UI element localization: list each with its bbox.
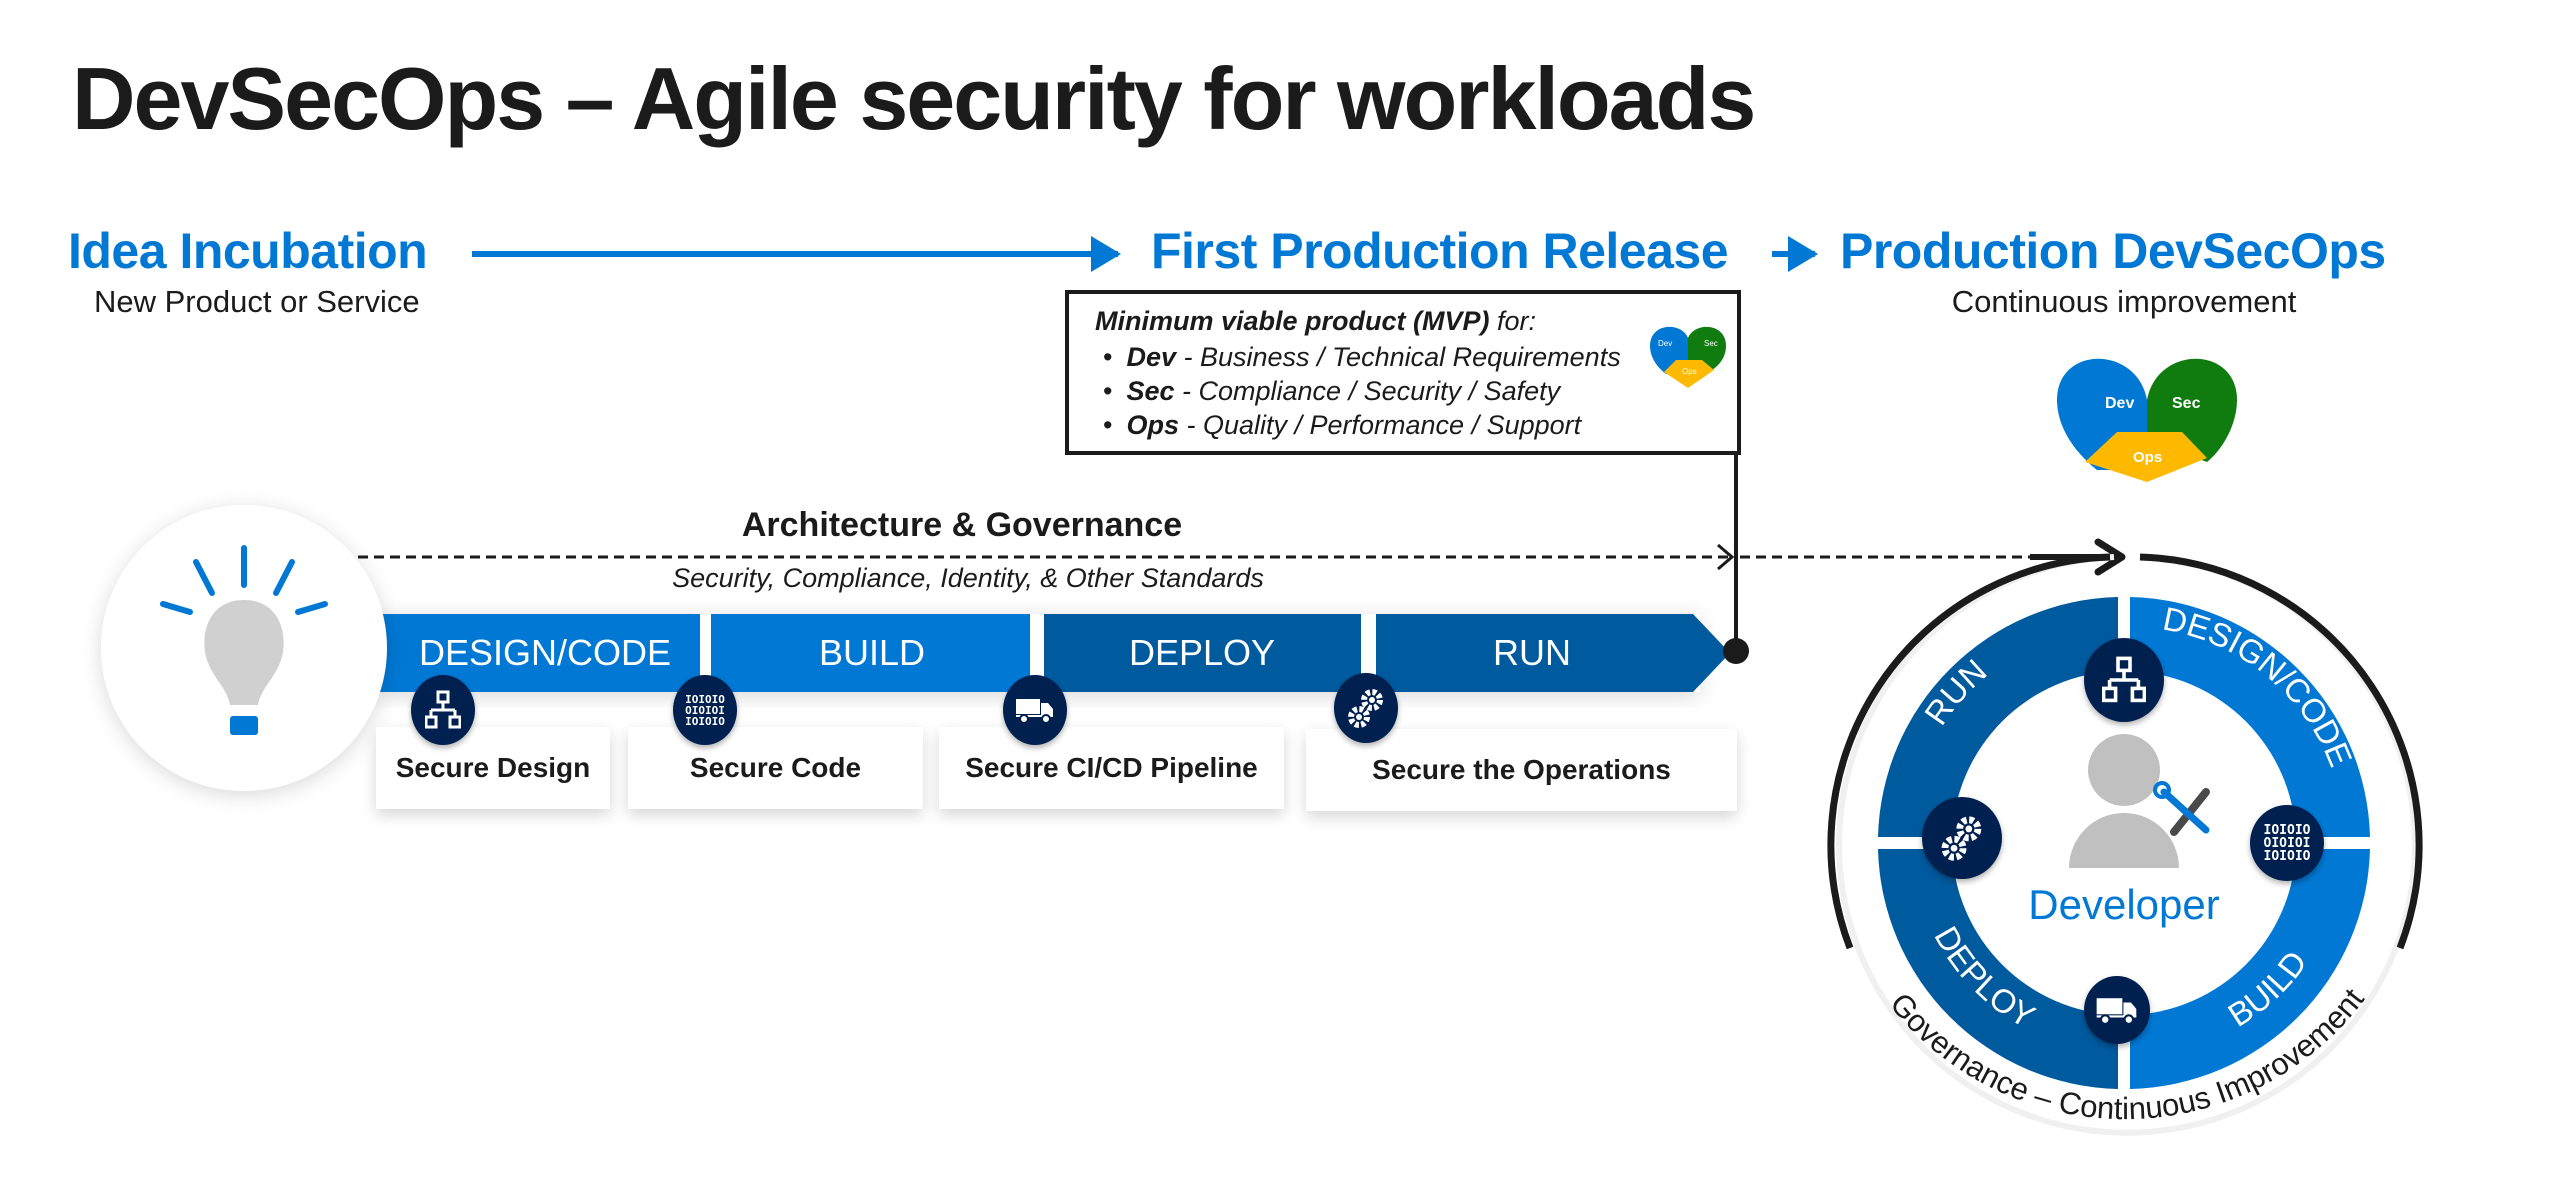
stage-production-devsecops-subtitle: Continuous improvement [1951, 284, 2297, 319]
cycle-segment-design-code [2130, 597, 2370, 837]
task-label: Secure Design [395, 752, 591, 783]
truck-icon [1003, 675, 1067, 745]
binary-row: IOIOIO [2263, 822, 2311, 838]
binary-row: OIOIOI [685, 703, 725, 717]
architecture-arrowhead [1717, 543, 1735, 571]
pipeline-segment-run [1376, 614, 1730, 692]
bullet: • [1103, 342, 1113, 372]
mvp-item-key: Sec [1126, 376, 1175, 406]
bullet: • [1103, 410, 1113, 440]
mvp-item-ops: • Ops - Quality / Performance / Support [1103, 408, 1621, 442]
binary-row: OIOIOI [2263, 835, 2311, 851]
mvp-item-dev: • Dev - Business / Technical Requirements [1103, 340, 1621, 374]
pipeline-label-deploy: DEPLOY [1128, 632, 1276, 673]
heart-small-dev: Dev [1658, 339, 1672, 348]
cycle-truck-icon [2084, 976, 2150, 1044]
task-label: Secure CI/CD Pipeline [965, 752, 1258, 783]
task-secure-design: Secure Design [376, 727, 610, 809]
bullet: • [1103, 376, 1113, 406]
mvp-item-key: Ops [1126, 410, 1179, 440]
cycle-segment-run [1878, 597, 2118, 837]
pipeline-label-design-code: DESIGN/CODE [418, 632, 672, 673]
svg-text:Sec: Sec [2172, 395, 2201, 412]
mvp-item-key: Dev [1126, 342, 1176, 372]
task-label: Secure the Operations [1372, 754, 1671, 785]
stage-production-devsecops: Production DevSecOps [1840, 223, 2386, 279]
devsecops-cycle [1827, 553, 2423, 1136]
release-milestone-dot [1723, 638, 1749, 664]
stage-first-production-release: First Production Release [1151, 223, 1729, 279]
heart-small-sec: Sec [1704, 339, 1718, 348]
stage-idea-incubation: Idea Incubation [68, 223, 428, 279]
mvp-item-text: - Compliance / Security / Safety [1174, 376, 1561, 406]
heart-small-ops: Ops [1682, 367, 1697, 376]
task-label: Secure Code [689, 752, 862, 783]
devsecops-heart-large: Dev Sec Ops [2057, 358, 2237, 482]
tools-icon [2153, 781, 2210, 836]
task-secure-operations: Secure the Operations [1306, 729, 1737, 811]
mvp-heading-bold: Minimum viable product (MVP) [1095, 306, 1490, 336]
task-secure-cicd-pipeline: Secure CI/CD Pipeline [939, 727, 1284, 809]
cycle-segment-build [2130, 849, 2370, 1089]
mvp-box: Minimum viable product (MVP) for: • Dev -… [1065, 290, 1741, 455]
developer-body [2069, 813, 2179, 868]
mvp-item-sec: • Sec - Compliance / Security / Safety [1103, 374, 1621, 408]
cycle-binary-code-icon: IOIOIO OIOIOI IOIOIO [2250, 805, 2324, 881]
binary-row: IOIOIO [685, 714, 725, 728]
mvp-heading-rest: for: [1489, 306, 1537, 336]
hierarchy-icon [411, 675, 475, 745]
task-secure-code: Secure Code [628, 727, 923, 809]
governance-arc [2139, 553, 2423, 950]
developer-head [2088, 734, 2160, 806]
svg-text:Ops: Ops [2133, 449, 2162, 466]
cycle-segment-deploy [1878, 849, 2118, 1089]
lightbulb-icon [160, 545, 328, 735]
pipeline-segment-build [711, 614, 1030, 692]
developer-label: Developer [2028, 881, 2220, 928]
architecture-governance-title: Architecture & Governance [741, 506, 1183, 544]
pipeline-label-run: RUN [1493, 632, 1571, 673]
binary-row: IOIOIO [2263, 848, 2311, 864]
svg-text:Dev: Dev [2105, 395, 2134, 412]
binary-code-icon: IOIOIO OIOIOI IOIOIO [673, 675, 737, 745]
gears-icon [1334, 673, 1398, 743]
production-arrowhead [2094, 538, 2126, 576]
page-title: DevSecOps – Agile security for workloads [72, 49, 1756, 148]
pipeline-label-build: BUILD [818, 632, 926, 673]
stage-idea-incubation-subtitle: New Product or Service [94, 284, 420, 319]
mvp-heading: Minimum viable product (MVP) for: [1095, 306, 1536, 337]
cycle-gears-icon [1922, 797, 2002, 879]
mvp-item-text: - Business / Technical Requirements [1175, 342, 1621, 372]
devsecops-heart-small-icon: Dev Sec Ops [1650, 326, 1726, 388]
mvp-item-text: - Quality / Performance / Support [1178, 410, 1582, 440]
cycle-hierarchy-icon [2084, 638, 2164, 722]
pipeline-segment-deploy [1044, 614, 1361, 692]
architecture-governance-subtitle: Security, Compliance, Identity, & Other … [672, 563, 1264, 593]
binary-row: IOIOIO [685, 692, 725, 706]
mvp-list: • Dev - Business / Technical Requirements… [1103, 340, 1621, 442]
